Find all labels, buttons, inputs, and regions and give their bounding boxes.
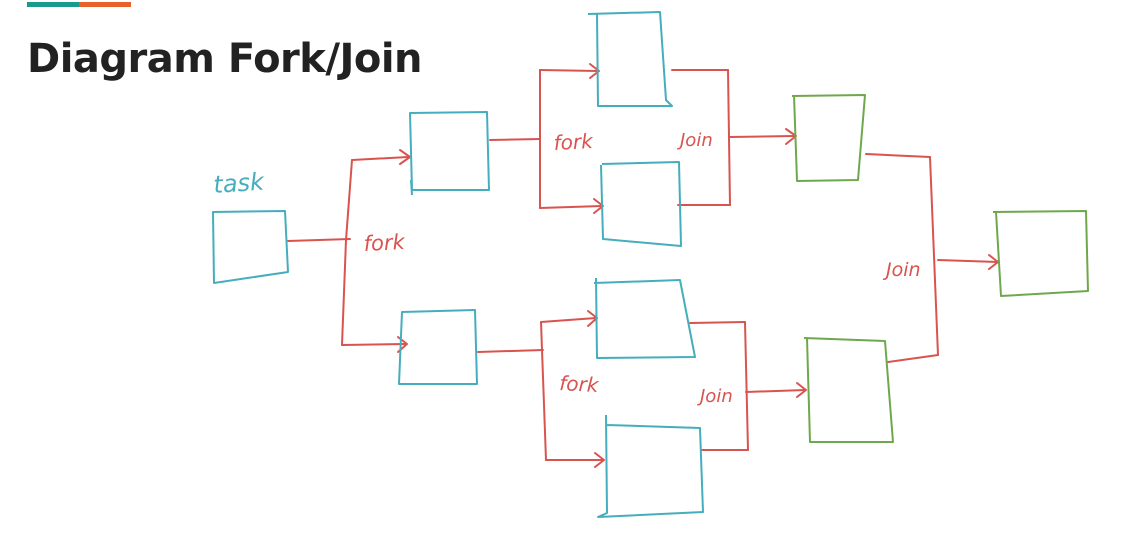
task-label: task	[212, 167, 265, 199]
fork-label-lower: fork	[559, 371, 601, 397]
connector-upper-fork-top	[539, 69, 599, 72]
fork-label-root: fork	[363, 230, 406, 256]
connector-lower-fork-spine	[540, 321, 547, 461]
connector-final-join-top	[865, 153, 931, 158]
connector-lower-task-out	[477, 349, 544, 353]
joined-box-lower	[803, 337, 894, 443]
connector-root-fork-spine	[341, 159, 353, 346]
task-box-upper-a	[587, 11, 673, 107]
arrow-root-fork-upper	[399, 149, 411, 165]
task-box-root	[212, 210, 289, 284]
connector-upper-join-spine	[727, 69, 731, 206]
connector-task-out	[287, 238, 351, 242]
connector-final-join-bottom	[887, 354, 939, 363]
connector-final-join-out	[937, 259, 999, 263]
accent-bar-teal	[27, 2, 79, 7]
task-box-lower-b	[597, 414, 704, 518]
connector-lower-fork-top	[540, 317, 597, 323]
task-box-lower	[398, 309, 478, 385]
join-label-lower: Join	[697, 386, 733, 407]
join-label-final: Join	[882, 259, 921, 281]
join-label-upper: Join	[677, 130, 713, 151]
connector-lower-join-out	[745, 389, 806, 393]
joined-box-final	[992, 210, 1089, 297]
fork-label-upper: fork	[553, 129, 595, 155]
task-box-upper	[409, 111, 490, 196]
connector-upper-fork-bottom	[539, 205, 603, 209]
page-title: Diagram Fork/Join	[27, 36, 423, 82]
arrow-lower-fork-bottom	[594, 452, 605, 468]
connector-upper-task-out	[489, 138, 541, 141]
accent-bar	[27, 2, 131, 7]
connector-lower-join-top	[689, 321, 746, 324]
accent-bar-orange	[79, 2, 131, 7]
connector-root-fork-upper	[351, 156, 409, 161]
task-box-upper-b	[600, 161, 682, 247]
arrow-upper-fork-top	[589, 63, 600, 79]
task-box-lower-a	[593, 277, 696, 359]
arrow-lower-join-out	[796, 382, 807, 398]
connector-lower-join-spine	[744, 321, 749, 451]
connector-root-fork-lower	[341, 343, 406, 346]
connector-upper-join-out	[729, 135, 796, 138]
joined-box-upper	[791, 94, 866, 182]
connector-final-join-spine	[929, 156, 939, 356]
